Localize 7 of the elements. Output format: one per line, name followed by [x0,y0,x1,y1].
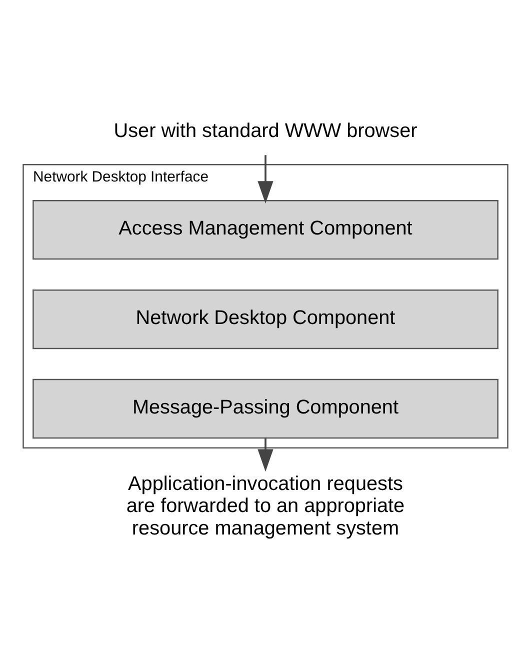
arrow [258,154,274,203]
node-text: Application-invocation requests are forwarded to an appropriate resource management system [126,472,405,540]
node-box: Access Management Component [32,200,498,260]
node-box: Network Desktop Component [32,289,498,349]
node-text: User with standard WWW browser [114,120,418,142]
arrow [258,438,274,472]
node-box: Message-Passing Component [32,378,498,438]
